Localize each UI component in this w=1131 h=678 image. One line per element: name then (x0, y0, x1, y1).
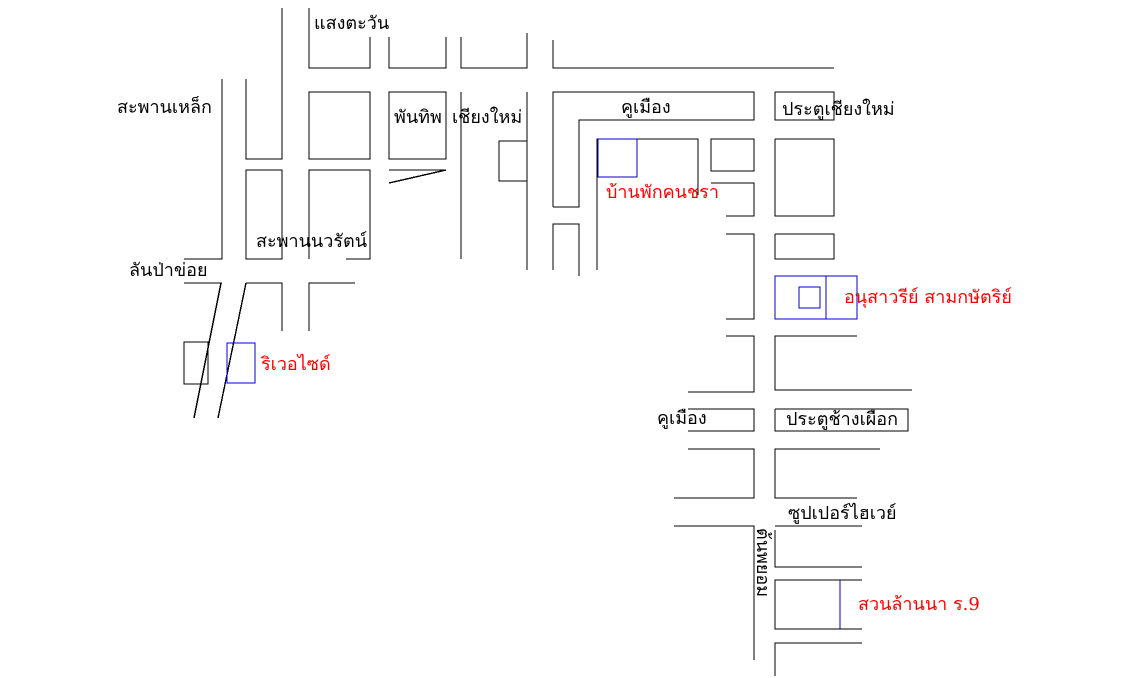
street-label-saphan-nawarat: สะพานนวรัตน์ (256, 231, 367, 252)
place-label-ban-phak: บ้านพักคนชรา (606, 182, 719, 203)
road-segment (596, 138, 699, 270)
river-bank (217, 282, 247, 419)
road-segment (184, 79, 223, 260)
road-segment (726, 233, 755, 320)
street-labels: แสงตะวัน สะพานเหล็ก พันทิพ เชียงใหม่ คูเ… (117, 13, 898, 597)
road-segment (460, 33, 528, 69)
street-label-khu-mueang-south: คูเมือง (657, 408, 707, 429)
landmarks (226, 138, 858, 629)
road-segment (552, 223, 580, 276)
road-segment (498, 140, 527, 182)
street-label-lan-pa-khoi: ลันป่าข่อย (129, 260, 208, 281)
street-label-phanthip: พันทิพ (394, 107, 442, 128)
three-kings-marker (774, 275, 858, 320)
road-segment (774, 579, 862, 630)
street-label-khu-mueang-north: คูเมือง (621, 97, 671, 118)
road-segment (308, 282, 355, 331)
place-label-three-kings: อนุสาวรีย์ สามกษัตริย์ (844, 287, 1012, 308)
place-labels: ริเวอไซด์ บ้านพักคนชรา อนุสาวรีย์ สามกษั… (261, 182, 1012, 615)
place-label-suan-lanna: สวนล้านนา ร.9 (858, 594, 980, 615)
street-label-pratu-chiang-mai: ประตูเชียงใหม่ (782, 98, 895, 120)
city-block (183, 341, 209, 385)
road-segment (674, 448, 755, 499)
three-kings-inner-marker (798, 286, 821, 309)
road-segment (308, 169, 371, 260)
road-segment (552, 40, 834, 69)
road-segment (711, 182, 755, 217)
ban-phak-marker (597, 138, 638, 178)
street-label-ton-phayom: ต้นพยอม (752, 528, 773, 597)
riverside-marker (226, 342, 256, 384)
place-label-riverside: ริเวอไซด์ (261, 353, 331, 375)
city-block (388, 91, 447, 160)
street-label-saeng-tawan: แสงตะวัน (314, 13, 389, 34)
road-segment (246, 282, 283, 331)
road-segment (674, 525, 755, 660)
city-block (245, 169, 283, 260)
city-block (308, 91, 371, 160)
street-label-pratu-chang-phueak: ประตูช้างเผือก (786, 409, 898, 430)
road-segment (388, 37, 447, 69)
road-segment (774, 448, 880, 499)
street-label-saphan-lek: สะพานเหล็ก (117, 95, 212, 118)
road-segment (308, 8, 371, 69)
city-block (710, 138, 755, 172)
street-label-chiang-mai: เชียงใหม่ (452, 106, 522, 128)
road-segment (774, 408, 909, 432)
road-segment (388, 169, 447, 184)
road-segment (774, 233, 835, 260)
road-segment (774, 335, 912, 391)
road-segment (688, 408, 755, 432)
road-segment (774, 642, 862, 676)
road-segment (774, 530, 862, 568)
road-segment (688, 335, 755, 393)
road-segment (774, 138, 835, 217)
road-segment (245, 8, 283, 160)
moat (552, 91, 755, 208)
road-segment (774, 91, 835, 121)
street-label-super-highway: ซูปเปอร์ไฮเวย์ (788, 502, 897, 524)
road-network (183, 8, 912, 676)
